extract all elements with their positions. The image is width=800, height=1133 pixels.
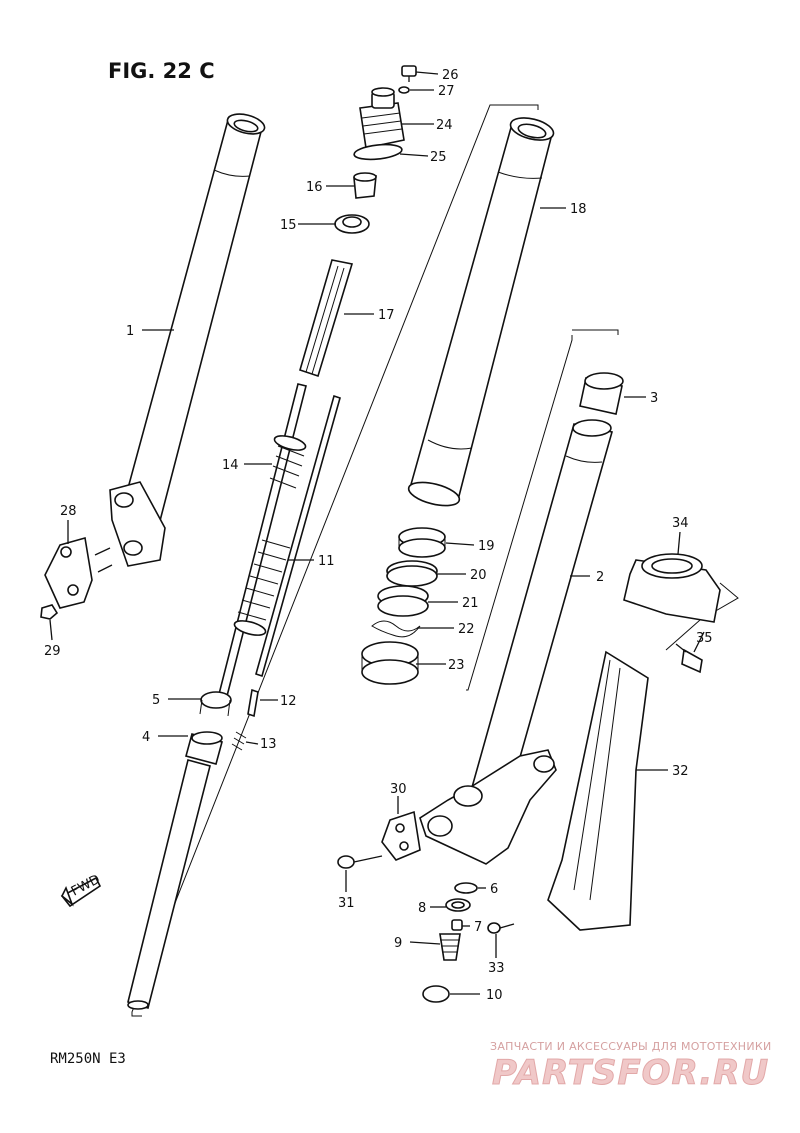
callout-26: 26 <box>442 68 459 83</box>
stopper-ring-part <box>371 620 421 638</box>
drain-bolt-part <box>439 933 461 961</box>
callout-19: 19 <box>478 539 495 554</box>
cap-bushing-part <box>579 372 624 415</box>
leader-lines <box>49 71 705 995</box>
callout-18: 18 <box>570 202 587 217</box>
callout-1: 1 <box>126 324 134 339</box>
callout-17: 17 <box>378 308 395 323</box>
dust-seal-part <box>361 641 419 685</box>
callout-2: 2 <box>596 570 604 585</box>
exploded-view-brackets <box>131 104 739 1017</box>
callout-34: 34 <box>672 516 689 531</box>
cylinder-rod-part <box>127 759 211 1010</box>
spacer-part <box>353 172 377 199</box>
oil-seal-part <box>377 585 429 617</box>
fork-guard-part <box>547 650 649 931</box>
gasket-washer-part <box>445 898 471 912</box>
nut-part <box>40 604 59 620</box>
callout-4: 4 <box>142 730 150 745</box>
callout-22: 22 <box>458 622 475 637</box>
watermark: ЗАПЧАСТИ И АКСЕССУАРЫ ДЛЯ МОТОТЕХНИКИ PA… <box>490 1040 772 1094</box>
screw-part <box>247 688 259 718</box>
callout-20: 20 <box>470 568 487 583</box>
gasket-part <box>454 882 478 894</box>
drain-gasket-part <box>422 985 450 1003</box>
callout-32: 32 <box>672 764 689 779</box>
clamp-bolt-part <box>675 643 703 674</box>
callout-3: 3 <box>650 391 658 406</box>
callout-33: 33 <box>488 961 505 976</box>
callout-25: 25 <box>430 150 447 165</box>
callout-29: 29 <box>44 644 61 659</box>
guard-screw-part <box>487 922 515 934</box>
callout-28: 28 <box>60 504 77 519</box>
callout-23: 23 <box>448 658 465 673</box>
right-inner-tube-part <box>419 419 614 865</box>
callout-31: 31 <box>338 896 355 911</box>
callout-5: 5 <box>152 693 160 708</box>
watermark-brand: PARTSFOR.RU <box>492 1053 769 1093</box>
outer-tube-part <box>407 117 555 507</box>
callout-11: 11 <box>318 554 335 569</box>
cylinder-base-part <box>185 731 223 765</box>
callout-8: 8 <box>418 901 426 916</box>
spring-guide-part <box>299 259 354 378</box>
damper-rod-part <box>255 394 341 678</box>
fwd-arrow-icon: FWD <box>60 872 103 908</box>
model-code: RM250N E3 <box>50 1051 126 1067</box>
guide-bushing-part <box>398 527 446 558</box>
oil-lock-piece-part <box>199 691 232 717</box>
right-axle-holder-part <box>381 810 421 861</box>
callout-7: 7 <box>474 920 482 935</box>
axle-holder-part <box>44 536 113 609</box>
callout-14: 14 <box>222 458 239 473</box>
callout-12: 12 <box>280 694 297 709</box>
watermark-tagline: ЗАПЧАСТИ И АКСЕССУАРЫ ДЛЯ МОТОТЕХНИКИ <box>490 1040 772 1053</box>
spring-small-part <box>231 731 247 751</box>
callout-21: 21 <box>462 596 479 611</box>
seat-part <box>334 214 370 234</box>
figure-title: FIG. 22 C <box>108 59 215 83</box>
small-bolt-part <box>451 919 463 931</box>
callout-labels: 1 2 3 4 5 6 7 8 9 10 11 12 13 14 15 16 1… <box>44 68 713 1003</box>
callout-30: 30 <box>390 782 407 797</box>
callout-13: 13 <box>260 737 277 752</box>
callout-35: 35 <box>696 631 713 646</box>
flange-bolt-part <box>337 855 383 869</box>
callout-15: 15 <box>280 218 297 233</box>
clamp-part <box>623 553 721 623</box>
inner-tube-part <box>109 113 266 567</box>
callout-24: 24 <box>436 118 453 133</box>
callout-27: 27 <box>438 84 455 99</box>
washer-part <box>398 86 410 94</box>
callout-9: 9 <box>394 936 402 951</box>
fork-cap-part <box>359 87 405 149</box>
callout-10: 10 <box>486 988 503 1003</box>
o-ring-part <box>353 143 403 161</box>
cap-bolt-part <box>401 65 417 82</box>
callout-6: 6 <box>490 882 498 897</box>
callout-16: 16 <box>306 180 323 195</box>
washer-seal-part <box>386 560 438 587</box>
